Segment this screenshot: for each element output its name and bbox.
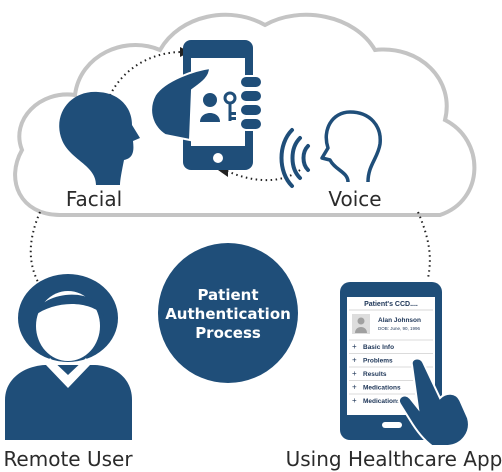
voice-head-icon: [320, 110, 382, 183]
center-line-3: Process: [195, 324, 261, 342]
center-line-2: Authentication: [165, 305, 291, 323]
connector-cloud-to-user: [29, 211, 41, 283]
patient-name: Alan Johnson: [378, 317, 421, 324]
menu-item-label[interactable]: Basic Info: [363, 344, 394, 351]
label-voice: Voice: [328, 187, 381, 211]
center-circle: [158, 243, 298, 383]
label-using-app: Using Healthcare App: [286, 447, 502, 471]
patient-dob: DOB: June, 90, 1996: [378, 326, 421, 331]
label-remote-user: Remote User: [3, 447, 133, 471]
remote-user-icon: [5, 274, 132, 440]
menu-item-label[interactable]: Problems: [363, 358, 393, 365]
user-key-icon: [200, 91, 237, 122]
menu-plus-icon: +: [352, 396, 357, 405]
pointing-hand-icon: [398, 357, 470, 447]
connector-cloud-to-app: [417, 211, 431, 279]
menu-plus-icon: +: [352, 356, 357, 365]
user-face: [36, 291, 100, 361]
menu-item-label[interactable]: Medications: [363, 398, 401, 405]
hand-thumb: [150, 66, 212, 142]
menu-item-label[interactable]: Medications: [363, 385, 401, 392]
user-bangs: [34, 294, 104, 316]
app-phone-home: [382, 422, 402, 428]
facial-head-icon: [59, 91, 140, 185]
app-header: Patient's CCD....: [364, 301, 418, 308]
user-body: [5, 365, 132, 440]
menu-item-label[interactable]: Results: [363, 371, 387, 378]
menu-plus-icon: +: [352, 342, 357, 351]
sound-waves-icon: [279, 128, 310, 188]
center-line-1: Patient: [197, 286, 258, 304]
phone-home-button: [213, 153, 223, 163]
connector-voice-to-phone: [224, 169, 301, 182]
menu-plus-icon: +: [352, 369, 357, 378]
label-facial: Facial: [66, 187, 122, 211]
phone-hand-icon: [150, 40, 263, 170]
menu-plus-icon: +: [352, 383, 357, 392]
